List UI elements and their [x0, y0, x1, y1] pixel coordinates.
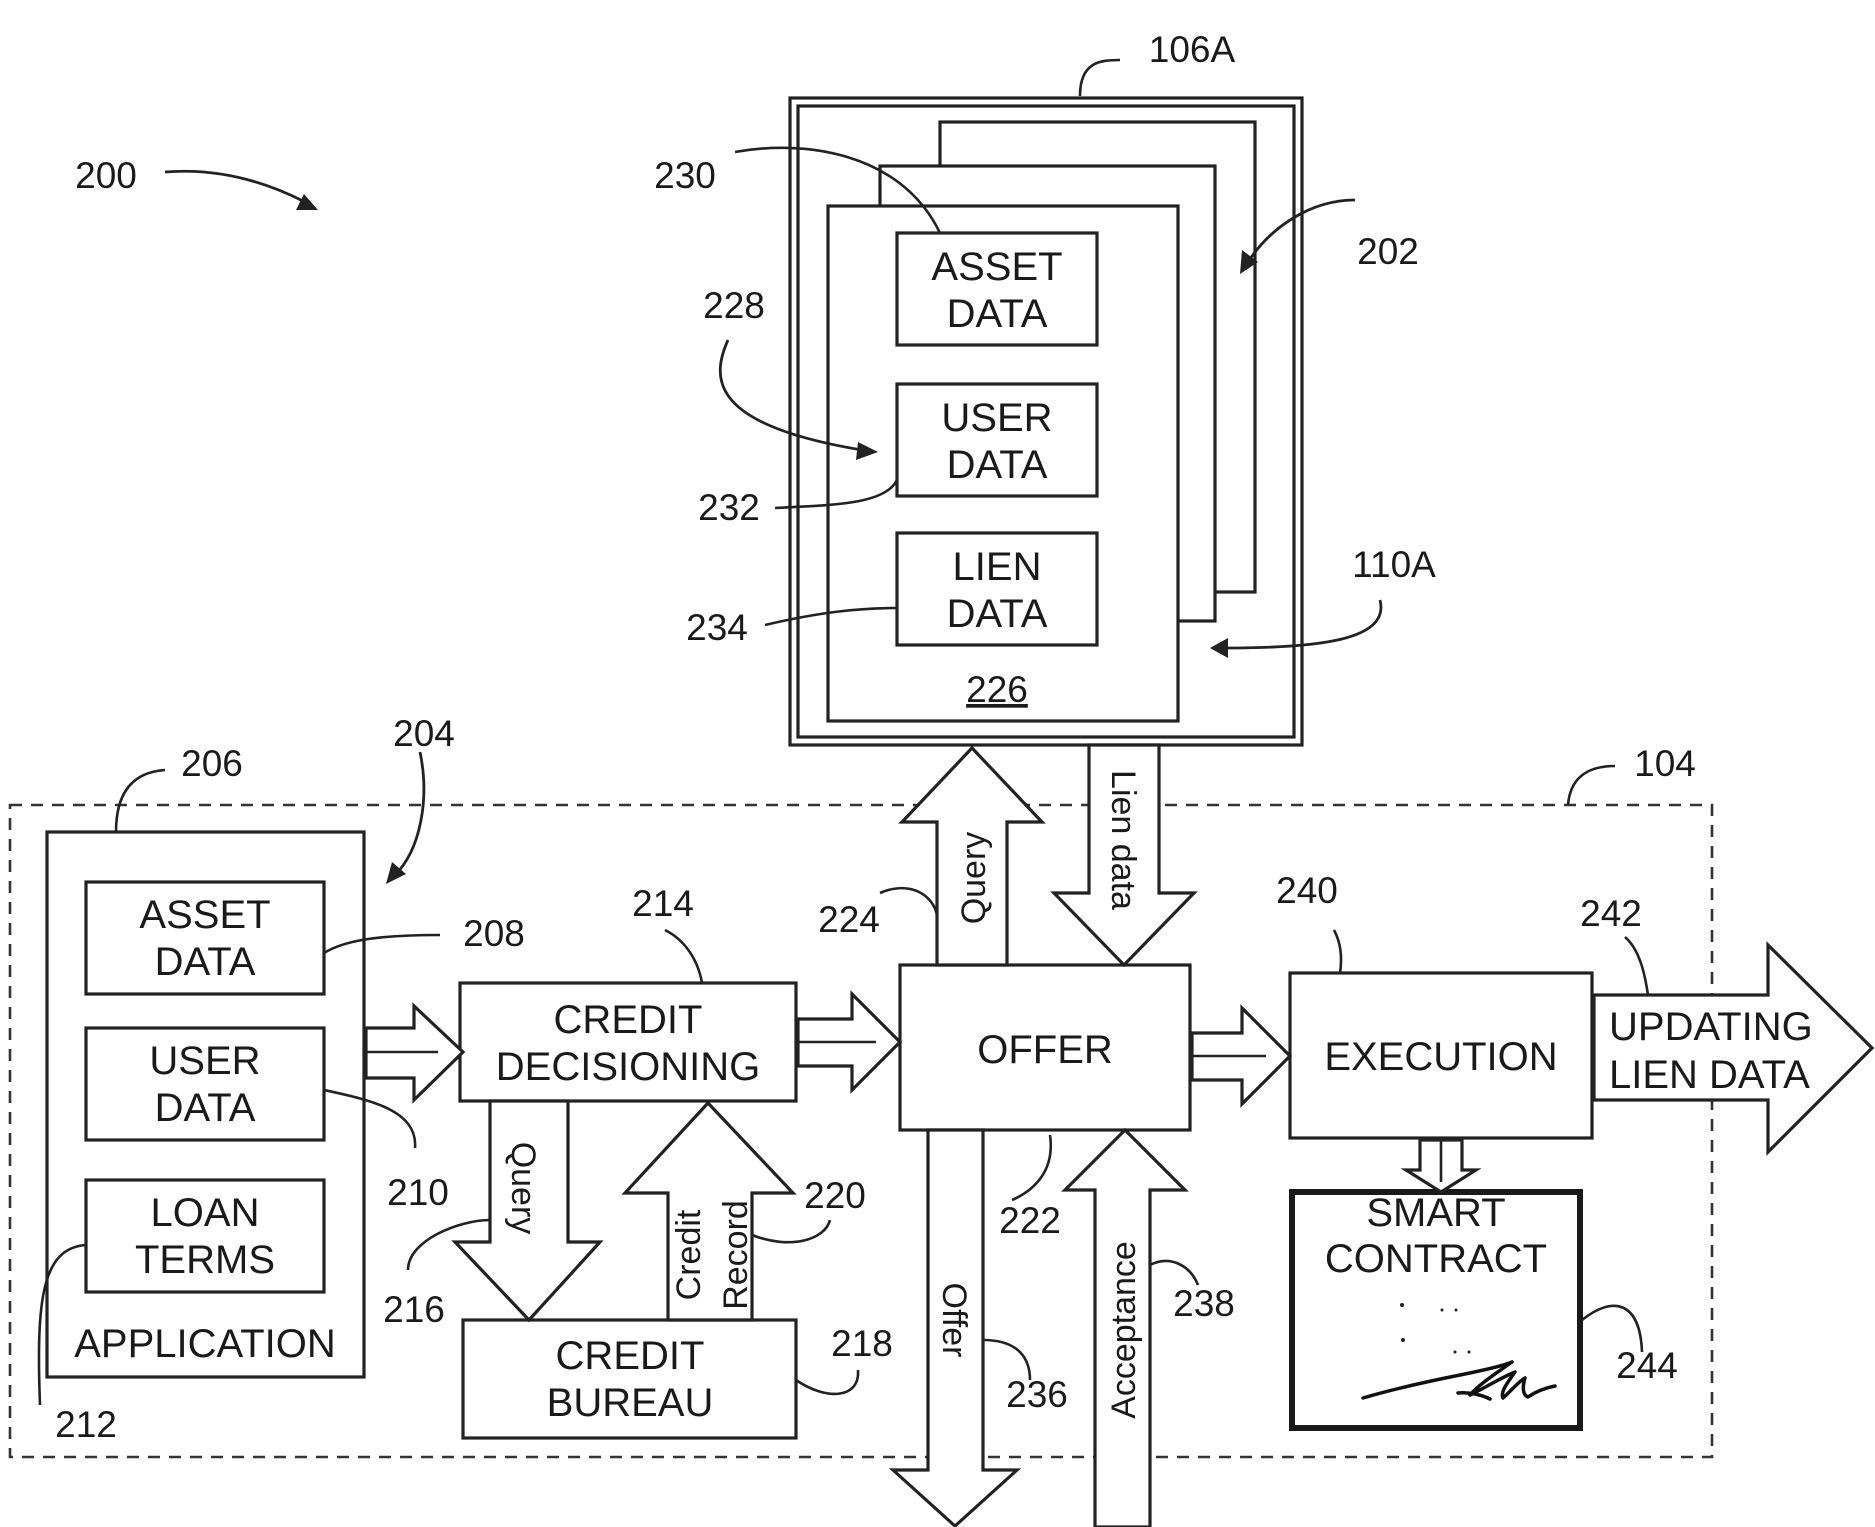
ref-236: 236	[1006, 1374, 1068, 1415]
ref-216: 216	[383, 1289, 445, 1330]
ref-228: 228	[703, 285, 765, 326]
ref-214: 214	[632, 883, 694, 924]
ref-224: 224	[818, 899, 880, 940]
ref-200: 200	[75, 155, 137, 196]
leader-220	[752, 1220, 830, 1242]
credit-bureau-218: CREDIT BUREAU	[463, 1320, 796, 1438]
query-down-label: Query	[504, 1142, 542, 1235]
arrow-credit-record-to-decisioning	[625, 1103, 793, 1320]
leader-106a	[1080, 60, 1120, 96]
ref-222: 222	[999, 1200, 1061, 1241]
ref-206: 206	[181, 743, 243, 784]
leader-222	[1012, 1135, 1051, 1200]
execution-label: EXECUTION	[1324, 1035, 1557, 1079]
ref-240: 240	[1276, 870, 1338, 911]
leader-242	[1625, 937, 1648, 995]
leader-224	[880, 888, 937, 915]
ledger-asset-data-line2: DATA	[947, 292, 1048, 336]
smart-contract-line2: CONTRACT	[1325, 1237, 1547, 1281]
app-loan-terms-line2: TERMS	[135, 1238, 275, 1282]
ref-242: 242	[1580, 893, 1642, 934]
app-loan-terms-line1: LOAN	[151, 1191, 260, 1235]
app-asset-data-line1: ASSET	[139, 893, 270, 937]
execution-240: EXECUTION	[1290, 973, 1592, 1138]
ledger-user-data-line2: DATA	[947, 443, 1048, 487]
smart-contract-line1: SMART	[1366, 1191, 1505, 1235]
ref-220: 220	[804, 1175, 866, 1216]
ref-234: 234	[686, 607, 748, 648]
acceptance-label: Acceptance	[1105, 1241, 1143, 1419]
updating-lien-data-line1: UPDATING	[1609, 1005, 1813, 1049]
updating-lien-data-line2: LIEN DATA	[1609, 1053, 1810, 1097]
credit-record-line1: Credit	[670, 1209, 708, 1300]
credit-record-line2: Record	[717, 1200, 755, 1310]
leader-104	[1568, 766, 1615, 805]
pointer-110a-head	[1210, 638, 1228, 658]
credit-decisioning-line2: DECISIONING	[496, 1045, 760, 1089]
ref-106a: 106A	[1149, 29, 1236, 70]
pointer-200	[165, 171, 305, 202]
leader-214	[665, 930, 702, 983]
smart-contract-244: SMART CONTRACT	[1292, 1191, 1580, 1428]
ledger-asset-data-line1: ASSET	[931, 245, 1062, 289]
pointer-204	[395, 752, 424, 875]
ref-232: 232	[698, 487, 760, 528]
offer-222: OFFER	[900, 965, 1190, 1130]
app-asset-data-line2: DATA	[155, 940, 256, 984]
application-caption: APPLICATION	[74, 1322, 336, 1366]
ref-212: 212	[55, 1404, 117, 1445]
ledger-lien-data-line2: DATA	[947, 592, 1048, 636]
credit-bureau-line1: CREDIT	[556, 1334, 705, 1378]
ref-244: 244	[1616, 1345, 1678, 1386]
ref-202: 202	[1357, 231, 1419, 272]
ref-238: 238	[1173, 1283, 1235, 1324]
ref-204: 204	[393, 713, 455, 754]
ref-218: 218	[831, 1323, 893, 1364]
ref-104: 104	[1634, 743, 1696, 784]
app-user-data-line2: DATA	[155, 1086, 256, 1130]
lien-data-label: Lien data	[1104, 770, 1142, 910]
credit-bureau-line2: BUREAU	[547, 1381, 714, 1425]
app-user-data-line1: USER	[149, 1039, 260, 1083]
ref-230: 230	[654, 155, 716, 196]
offer-label: OFFER	[977, 1028, 1113, 1072]
leader-206	[116, 770, 165, 832]
leader-218	[796, 1370, 858, 1394]
application-206: ASSET DATA USER DATA LOAN TERMS APPLICAT…	[47, 832, 364, 1377]
credit-decisioning-214: CREDIT DECISIONING	[460, 983, 796, 1101]
leader-240	[1334, 930, 1341, 973]
ledger-user-data-line1: USER	[941, 396, 1052, 440]
pointer-200-head	[296, 194, 318, 210]
ref-110a: 110A	[1352, 544, 1436, 585]
offer-out-label: Offer	[935, 1283, 973, 1358]
ref-210: 210	[387, 1172, 449, 1213]
ledger-lien-data-line1: LIEN	[953, 545, 1042, 589]
leader-238	[1150, 1261, 1198, 1285]
ref-208: 208	[463, 913, 525, 954]
query-up-label: Query	[955, 832, 993, 925]
credit-decisioning-line1: CREDIT	[554, 998, 703, 1042]
ref-226: 226	[966, 669, 1028, 710]
